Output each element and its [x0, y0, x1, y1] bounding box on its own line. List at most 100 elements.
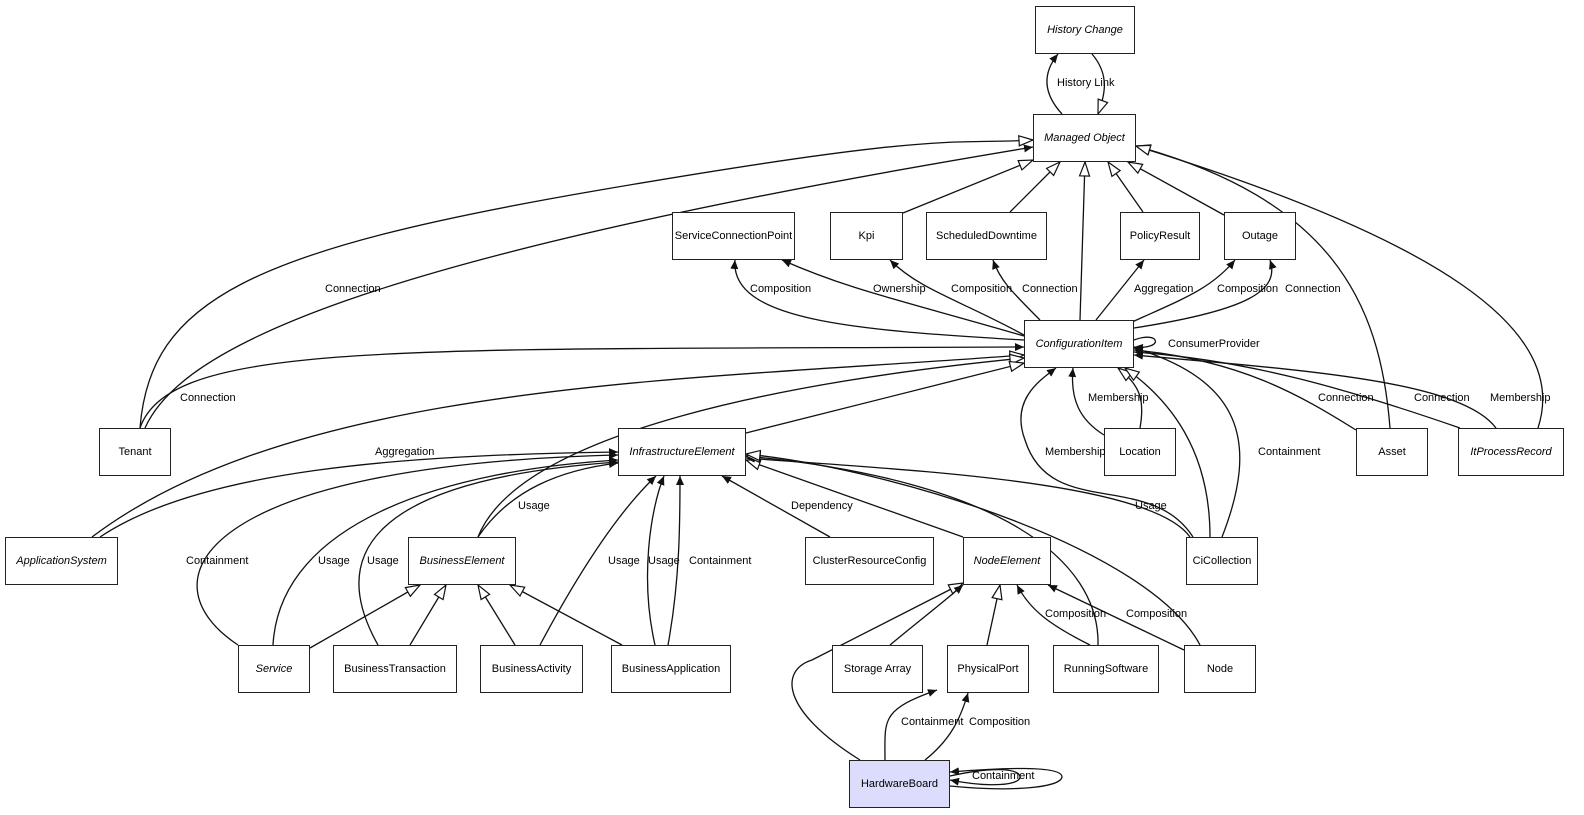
edge-label: Containment — [901, 716, 964, 728]
edge-label: Connection — [1022, 283, 1078, 295]
edge-label: Usage — [367, 555, 399, 567]
association-edge — [949, 768, 1021, 786]
node-storage-array[interactable]: Storage Array — [832, 645, 923, 693]
association-edge — [1016, 584, 1091, 646]
edge-label: Usage — [648, 555, 680, 567]
association-edge — [889, 259, 1025, 336]
association-edge — [196, 451, 619, 646]
node-label: BusinessApplication — [621, 663, 721, 675]
node-managed-object[interactable]: Managed Object — [1033, 114, 1136, 162]
node-label: Storage Array — [843, 663, 912, 675]
node-label: History Change — [1047, 24, 1123, 36]
node-cluster-resource-config[interactable]: ClusterResourceConfig — [805, 537, 934, 585]
association-edge — [1020, 367, 1194, 538]
inheritance-edge — [745, 363, 1024, 434]
association-edge — [721, 475, 831, 538]
edge-label: History Link — [1057, 77, 1115, 89]
node-service-connection-point[interactable]: ServiceConnectionPoint — [672, 212, 795, 260]
edge-label: Connection — [1285, 283, 1341, 295]
node-location[interactable]: Location — [1104, 428, 1176, 476]
node-outage[interactable]: Outage — [1224, 212, 1296, 260]
edge-label: Dependency — [791, 500, 853, 512]
edge-label: Connection — [325, 283, 381, 295]
inheritance-edge — [510, 585, 623, 646]
edge-label: Membership — [1088, 392, 1149, 404]
node-label: NodeElement — [973, 555, 1041, 567]
node-label: Kpi — [858, 230, 875, 242]
node-scheduled-downtime[interactable]: ScheduledDowntime — [926, 212, 1047, 260]
inheritance-edge — [1125, 368, 1211, 538]
node-policy-result[interactable]: PolicyResult — [1120, 212, 1200, 260]
edge-label: Usage — [608, 555, 640, 567]
association-edge — [99, 448, 619, 538]
node-node[interactable]: Node — [1184, 645, 1256, 693]
inheritance-edge — [477, 358, 1024, 538]
node-label: ServiceConnectionPoint — [674, 230, 793, 242]
edge-label: Composition — [951, 283, 1013, 295]
inheritance-edge — [309, 585, 420, 649]
node-node-element[interactable]: NodeElement — [963, 537, 1051, 585]
inheritance-edge — [746, 460, 964, 538]
edge-label: Usage — [1135, 500, 1167, 512]
association-edge — [949, 767, 1063, 790]
association-edge — [1133, 346, 1241, 538]
node-it-process-record[interactable]: ItProcessRecord — [1458, 428, 1564, 476]
node-label: BusinessElement — [419, 555, 505, 567]
node-tenant[interactable]: Tenant — [99, 428, 171, 476]
association-edge — [889, 584, 964, 646]
node-ci-collection[interactable]: CiCollection — [1186, 537, 1258, 585]
inheritance-edge — [1108, 162, 1144, 213]
association-edge — [477, 460, 619, 538]
edge-label: Composition — [969, 716, 1031, 728]
edge-label: ConsumerProvider — [1168, 338, 1260, 350]
edge-label: Composition — [1126, 608, 1188, 620]
edge-label: Usage — [518, 500, 550, 512]
node-service[interactable]: Service — [238, 645, 310, 693]
association-edge — [139, 343, 1025, 429]
association-edge — [1133, 351, 1497, 429]
node-hardware-board[interactable]: HardwareBoard — [849, 760, 950, 808]
node-label: Service — [255, 663, 293, 675]
edge-label: Connection — [180, 392, 236, 404]
node-label: BusinessTransaction — [344, 663, 446, 675]
association-edge — [781, 259, 1025, 337]
edge-label: Membership — [1490, 392, 1551, 404]
association-edge — [1068, 367, 1105, 436]
node-business-application[interactable]: BusinessApplication — [611, 645, 731, 693]
association-edge — [1133, 259, 1277, 329]
node-label: PhysicalPort — [957, 663, 1019, 675]
inheritance-edge — [1091, 53, 1104, 114]
inheritance-edge — [746, 454, 1201, 646]
node-asset[interactable]: Asset — [1356, 428, 1428, 476]
edge-label: Containment — [186, 555, 249, 567]
association-edge — [272, 456, 619, 646]
node-kpi[interactable]: Kpi — [830, 212, 903, 260]
association-edge — [1133, 346, 1357, 431]
node-history-change[interactable]: History Change — [1035, 6, 1135, 54]
edge-label: Connection — [1414, 392, 1470, 404]
inheritance-edge — [1136, 146, 1391, 429]
inheritance-edge — [1009, 162, 1060, 213]
node-physical-port[interactable]: PhysicalPort — [947, 645, 1029, 693]
node-business-transaction[interactable]: BusinessTransaction — [333, 645, 457, 693]
node-infrastructure-element[interactable]: InfrastructureElement — [618, 428, 746, 476]
edge-label: Membership — [1045, 446, 1106, 458]
node-label: ConfigurationItem — [1035, 338, 1123, 350]
node-business-activity[interactable]: BusinessActivity — [480, 645, 583, 693]
edge-label: Containment — [689, 555, 752, 567]
node-label: HardwareBoard — [860, 778, 939, 790]
association-edge — [646, 475, 665, 646]
inheritance-edge — [986, 585, 1000, 646]
edge-label: Usage — [318, 555, 350, 567]
node-application-system[interactable]: ApplicationSystem — [5, 537, 118, 585]
node-running-software[interactable]: RunningSoftware — [1053, 645, 1159, 693]
node-label: Asset — [1378, 446, 1406, 458]
node-configuration-item[interactable]: ConfigurationItem — [1024, 320, 1134, 368]
inheritance-edge — [1128, 162, 1225, 216]
association-edge — [924, 692, 970, 761]
association-edge — [667, 475, 684, 646]
node-business-element[interactable]: BusinessElement — [408, 537, 516, 585]
node-label: Node — [1206, 663, 1234, 675]
association-edge — [1129, 259, 1236, 324]
